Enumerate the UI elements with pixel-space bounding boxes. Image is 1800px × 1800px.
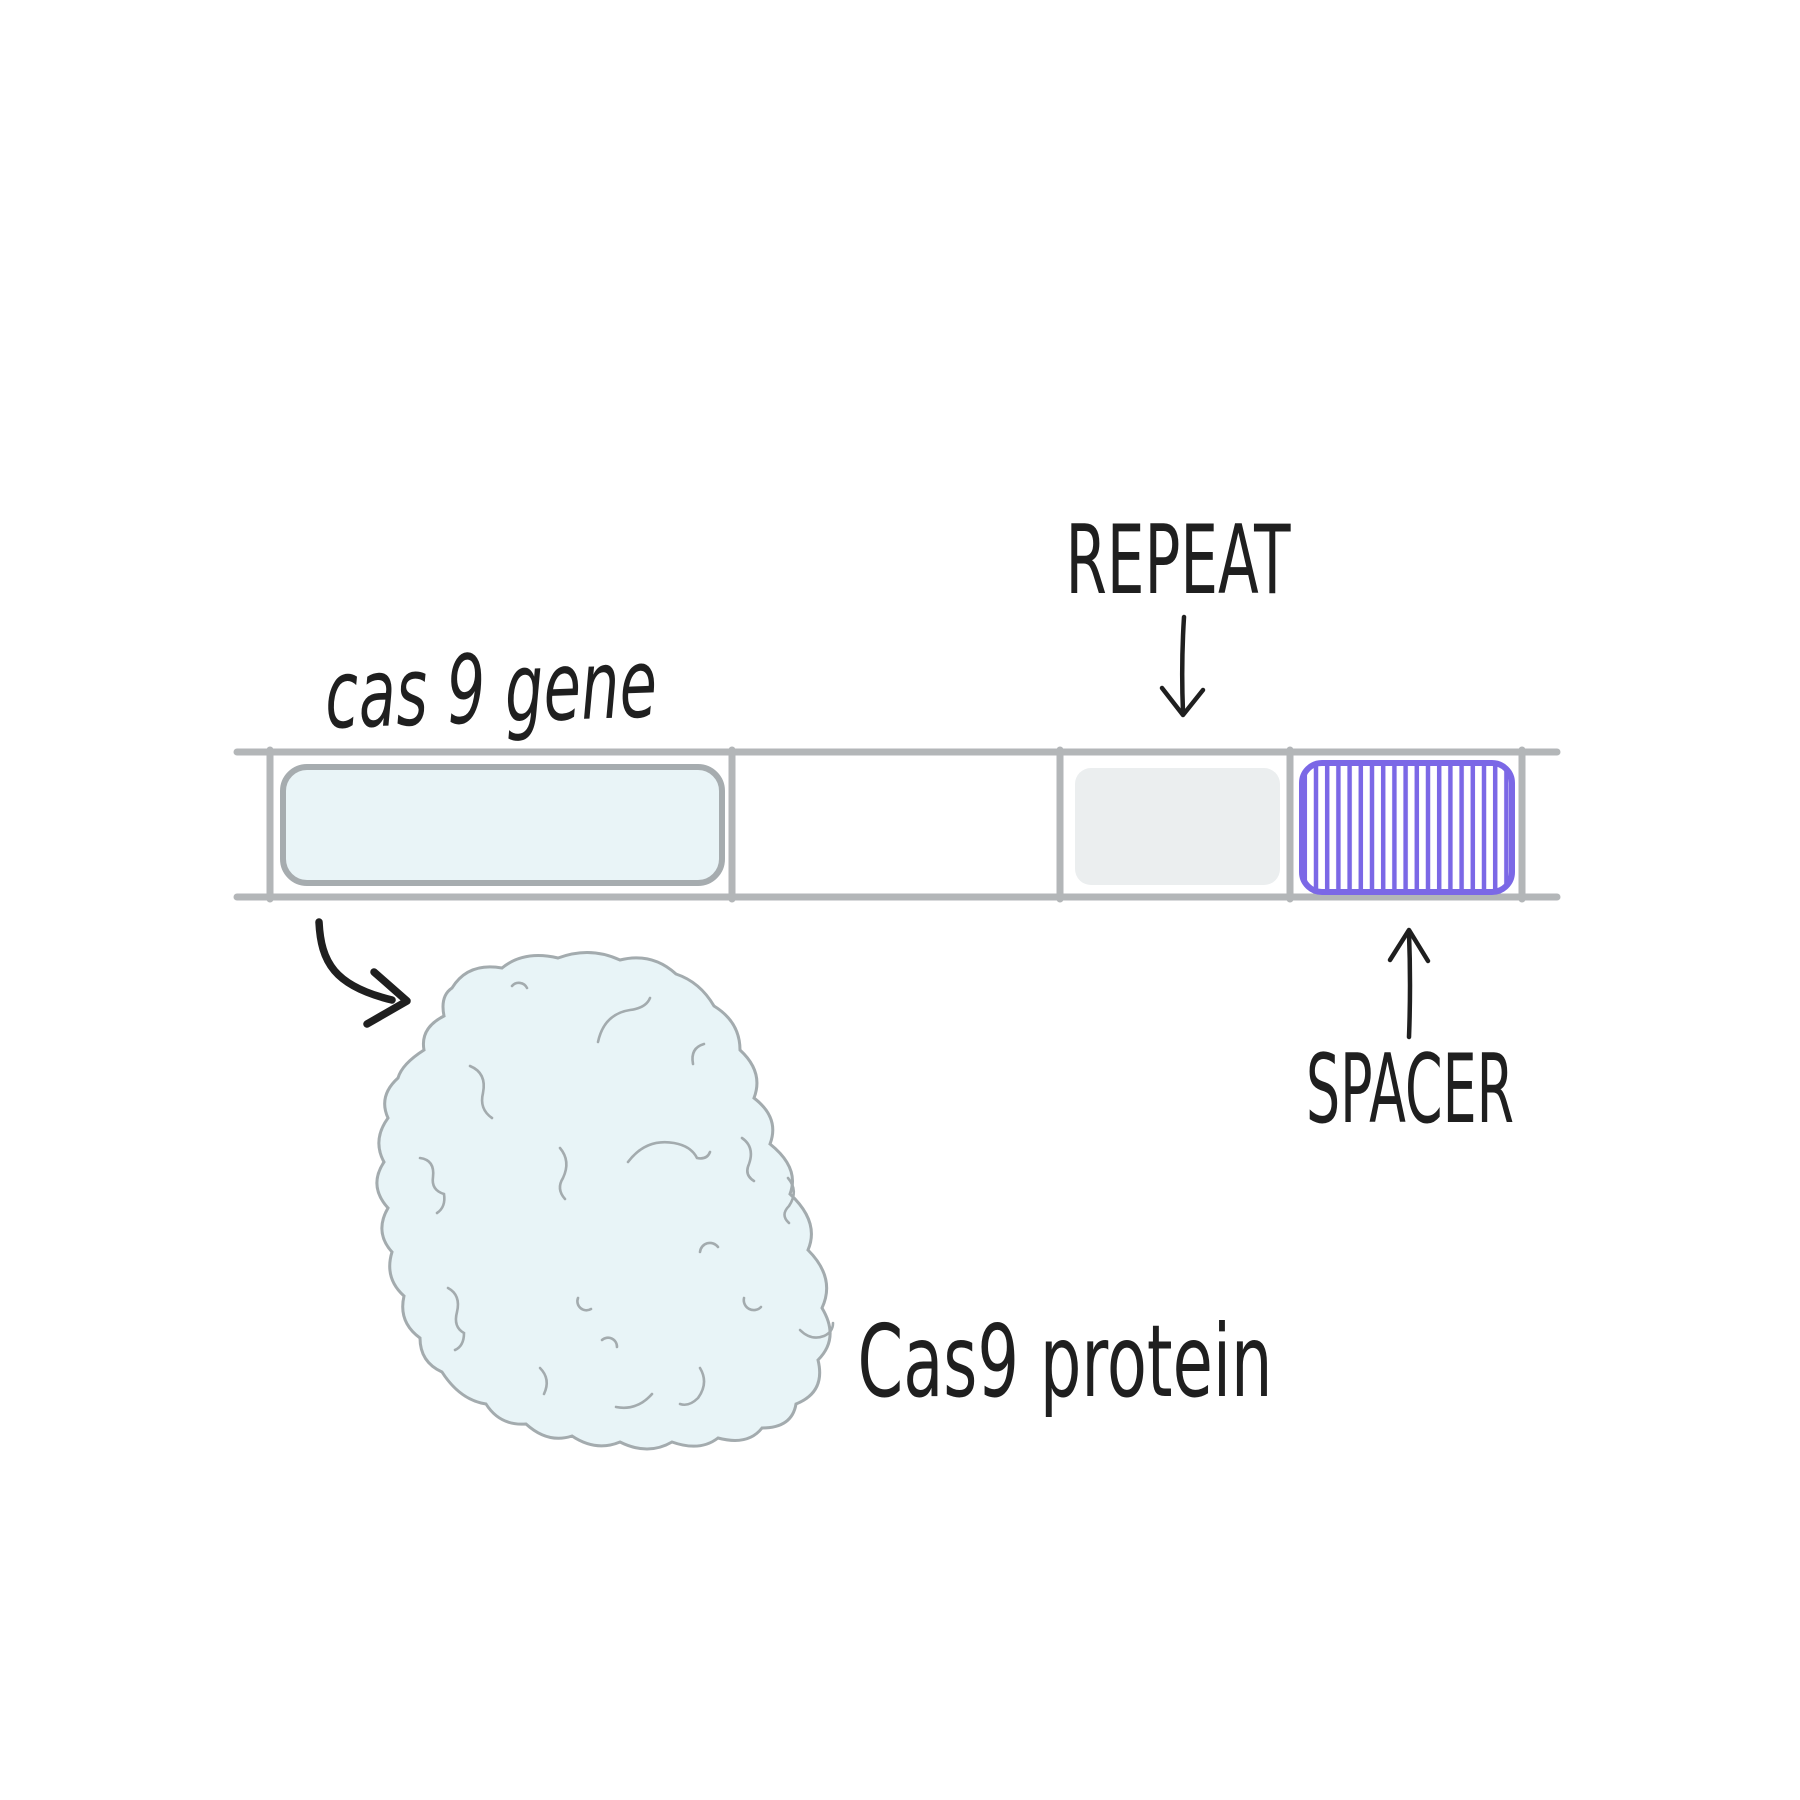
cas9-protein-label: Cas9 protein xyxy=(858,1303,1273,1420)
blob-squiggle xyxy=(468,1064,494,1120)
blob-squiggle xyxy=(446,1286,466,1352)
blob-squiggle xyxy=(678,1366,706,1407)
blob-squiggle xyxy=(538,1366,549,1396)
up-arrow-icon xyxy=(1387,927,1431,1040)
spacer-arrow-shaft xyxy=(1406,930,1413,1040)
blob-squiggle xyxy=(740,1136,756,1183)
protein-blob-outline xyxy=(375,950,832,1451)
spacer-segment xyxy=(1299,760,1515,895)
spacer-arrow-head xyxy=(1387,927,1431,964)
blob-squiggle xyxy=(698,1241,720,1254)
down-arrow-icon xyxy=(1159,614,1206,718)
curved-arrow-head xyxy=(363,968,411,1028)
blob-squiggle xyxy=(596,996,652,1044)
repeat-segment xyxy=(1075,768,1280,885)
blob-squiggle xyxy=(614,1392,654,1409)
repeat-arrow-head xyxy=(1159,685,1206,718)
blob-squiggle xyxy=(418,1156,446,1215)
blob-squiggle xyxy=(798,1321,835,1339)
blob-squiggle xyxy=(600,1336,619,1349)
curved-right-arrow-icon xyxy=(315,918,411,1028)
blob-squiggle xyxy=(510,981,529,990)
cas9-gene-segment xyxy=(280,764,725,886)
curved-arrow-shaft xyxy=(315,918,396,1004)
blob-squiggle xyxy=(558,1146,568,1201)
blob-squiggle xyxy=(576,1296,593,1312)
blob-squiggle xyxy=(691,1042,706,1066)
blob-squiggle xyxy=(742,1296,763,1312)
cas9-gene-label: cas 9 gene xyxy=(323,629,659,751)
cas9-protein-blob xyxy=(375,950,835,1451)
blob-squiggle xyxy=(783,1176,796,1225)
repeat-arrow-shaft xyxy=(1179,614,1187,715)
blob-squiggle xyxy=(626,1140,712,1164)
spacer-label: SPACER xyxy=(1306,1035,1514,1145)
dna-strand xyxy=(233,746,1561,903)
repeat-label: REPEAT xyxy=(1066,506,1292,616)
